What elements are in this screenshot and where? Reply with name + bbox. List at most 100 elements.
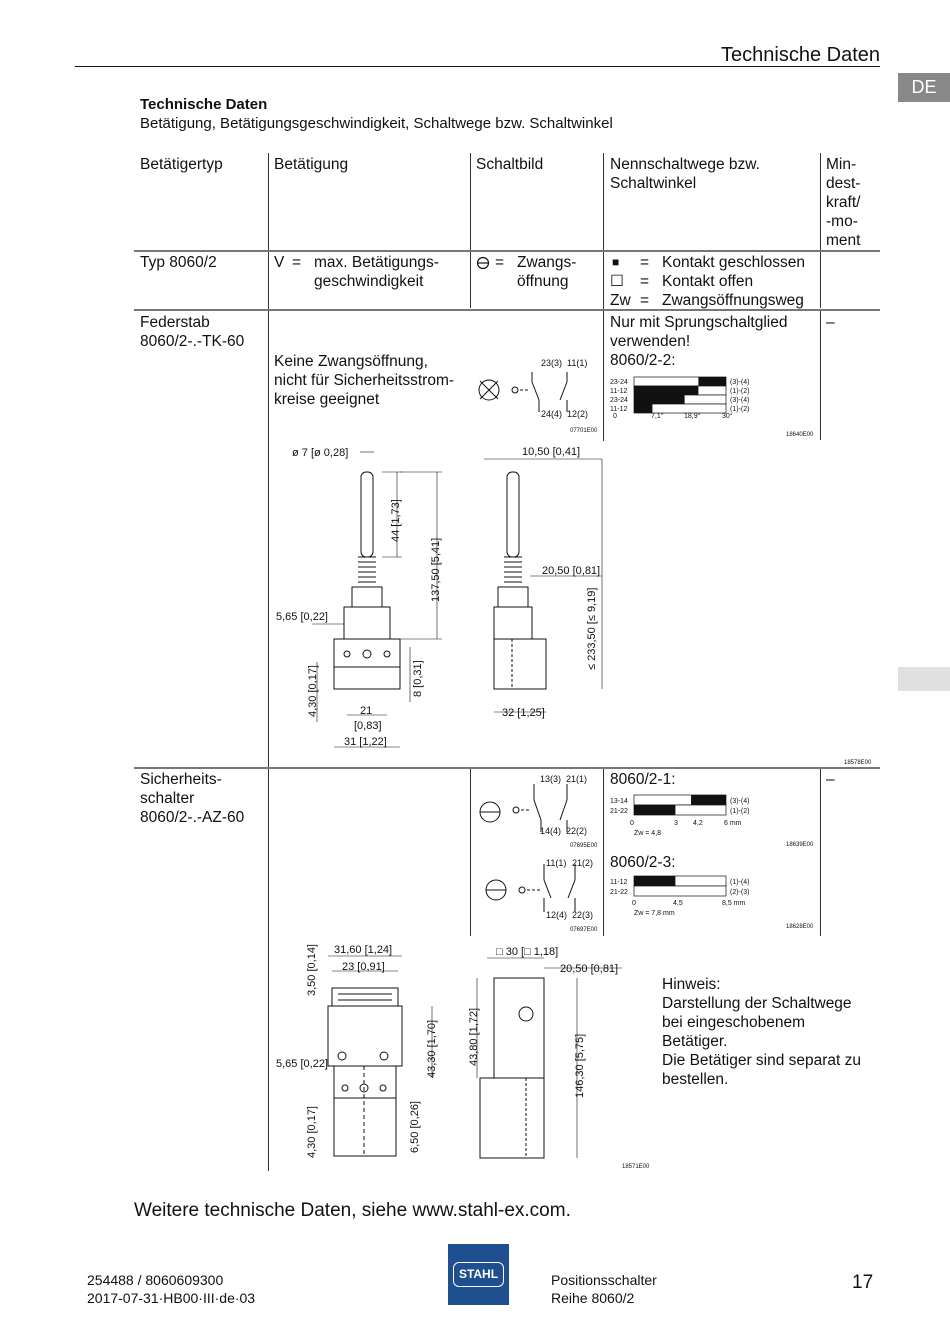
legend-closed-eq: = — [640, 254, 650, 271]
hint-line: Betätiger. — [662, 1033, 728, 1050]
dim-label: 20,50 [0,81] — [560, 963, 618, 975]
table-rule-row1 — [134, 767, 880, 769]
row2-schematics: 13(3) 21(1) 14(4) 22(2) 07695E00 11(1) 2… — [479, 774, 598, 933]
logo-text: STAHL — [453, 1262, 504, 1287]
dim-label: 4,30 [0,17] — [307, 665, 319, 717]
row1-actuation-3: kreise geeignet — [274, 391, 380, 408]
legend-v-key: V — [274, 254, 285, 271]
schem1-label: 12(2) — [567, 409, 588, 419]
row2-type-2: schalter — [140, 790, 195, 807]
section-title: Technische Daten — [140, 96, 268, 113]
dim-label: 5,65 [0,22] — [276, 1058, 328, 1070]
chart-row-frame — [633, 885, 727, 897]
row2-force: – — [826, 771, 835, 788]
legend-zw-text-2: öffnung — [517, 273, 569, 290]
stahl-logo: STAHL — [448, 1244, 509, 1305]
col-header-force-1: Min- — [826, 156, 857, 173]
table-divider-col4c — [820, 768, 821, 936]
row2-type: Sicherheits- — [140, 771, 222, 788]
row1-schematic: 23(3) 11(1) 24(4) 12(2) 07701E00 — [478, 358, 598, 434]
chart-row-label: 13-14 — [610, 798, 628, 805]
chart-closed-bar — [698, 377, 726, 386]
row2-travel-chart-1: 13-14(3)-(4)21-22(1)-(2) 0 3 4,2 6 mm Zw… — [610, 794, 814, 848]
page-number: 17 — [852, 1272, 874, 1293]
schem-code: 07697E00 — [570, 927, 598, 933]
chart-tick: 6 mm — [724, 820, 742, 827]
page-header-title: Technische Daten — [721, 44, 880, 66]
chart-row-label: 11-12 — [610, 406, 627, 413]
contact-open-icon: ☐ — [610, 273, 624, 290]
hint-line: Die Betätiger sind separat zu — [662, 1052, 862, 1069]
dim-label: 32 [1,25] — [502, 707, 545, 719]
row1-force: – — [826, 314, 835, 331]
table-divider-col2b — [470, 768, 471, 936]
section-subtitle: Betätigung, Betätigungsgeschwindigkeit, … — [140, 115, 613, 132]
footer-product-series: Reihe 8060/2 — [551, 1290, 635, 1306]
legend-closed-text: Kontakt geschlossen — [662, 254, 806, 271]
col-header-schematic: Schaltbild — [476, 156, 544, 173]
language-tab-faded — [898, 667, 950, 691]
hint-line: bestellen. — [662, 1071, 729, 1088]
schem1-label: 24(4) — [541, 409, 562, 419]
legend-type: Typ 8060/2 — [140, 254, 217, 271]
schem1-label: 11(1) — [567, 358, 587, 368]
dim-label: 5,65 [0,22] — [276, 611, 328, 623]
row2-type-code: 8060/2-.-AZ-60 — [140, 809, 245, 826]
chart-code: 18640E00 — [786, 432, 814, 438]
schem-label: 13(3) — [540, 774, 561, 784]
hint-line: Darstellung der Schaltwege — [662, 995, 852, 1012]
chart-closed-bar — [634, 805, 676, 815]
schem-code: 07695E00 — [570, 843, 598, 849]
dim-label: 10,50 [0,41] — [522, 446, 580, 458]
positive-opening-icon — [485, 879, 507, 901]
chart-zw: Zw = 4,8 — [634, 830, 661, 837]
dim-label: □ 30 [□ 1,18] — [496, 946, 558, 958]
dim-label: 3,50 [0,14] — [306, 944, 318, 996]
table-divider-col4 — [820, 153, 821, 308]
legend-zwo-key: Zw — [610, 292, 631, 309]
schem-label: 22(2) — [566, 826, 587, 836]
row1-dimension-drawing: ø 7 [ø 0,28] 44 [1,73] 137,50 [5,41] 5,6… — [276, 446, 872, 766]
drawing-code: 18571E00 — [622, 1164, 650, 1170]
dim-label: 23 [0,91] — [342, 961, 385, 973]
drawing-code: 18578E00 — [844, 760, 872, 766]
dim-label: ø 7 [ø 0,28] — [292, 447, 348, 459]
row1-variant: 8060/2-2: — [610, 352, 676, 369]
row2-variant-2: 8060/2-3: — [610, 854, 676, 871]
language-tab[interactable]: DE — [898, 73, 950, 102]
lever-icon — [478, 379, 500, 401]
legend-v-eq: = — [292, 254, 302, 271]
col-header-type: Betätigertyp — [140, 156, 223, 173]
hint-line: bei eingeschobenem — [662, 1014, 806, 1031]
dim-label: 6,50 [0,26] — [409, 1101, 421, 1153]
chart-tick: 4,5 — [673, 900, 683, 907]
chart-closed-bar — [691, 795, 726, 805]
chart-row-terminal: (3)-(4) — [730, 397, 749, 404]
row1-note-2: verwenden! — [610, 333, 691, 350]
col-header-force-3: kraft/ — [826, 194, 861, 211]
table-rule-legend — [134, 309, 880, 311]
chart-row-label: 21-22 — [610, 889, 628, 896]
schem-label: 21(1) — [566, 774, 587, 784]
schem-label: 14(4) — [540, 826, 561, 836]
col-header-actuation: Betätigung — [274, 156, 349, 173]
chart-tick: 0 — [613, 413, 617, 420]
chart-tick: 30° — [722, 412, 733, 420]
table-divider-col1 — [268, 153, 269, 1171]
positive-opening-icon — [476, 256, 490, 270]
legend-zw-text: Zwangs- — [517, 254, 577, 271]
dim-label: 137,50 [5,41] — [430, 538, 442, 602]
table-divider-col2 — [470, 153, 471, 308]
chart-zw: Zw = 7,8 mm — [634, 910, 675, 917]
row1-note-1: Nur mit Sprungschaltglied — [610, 314, 788, 331]
table-rule-header — [134, 250, 880, 252]
schem1-label: 23(3) — [541, 358, 562, 368]
legend-open-eq: = — [640, 273, 650, 290]
dim-label: 44 [1,73] — [390, 499, 402, 542]
dim-label: 8 [0,31] — [412, 660, 424, 697]
row2-variant-1: 8060/2-1: — [610, 771, 676, 788]
chart-closed-bar — [634, 404, 653, 413]
dim-label: 21 — [360, 705, 372, 717]
table-divider-col3 — [603, 153, 604, 441]
chart-tick: 8,5 mm — [722, 900, 746, 907]
